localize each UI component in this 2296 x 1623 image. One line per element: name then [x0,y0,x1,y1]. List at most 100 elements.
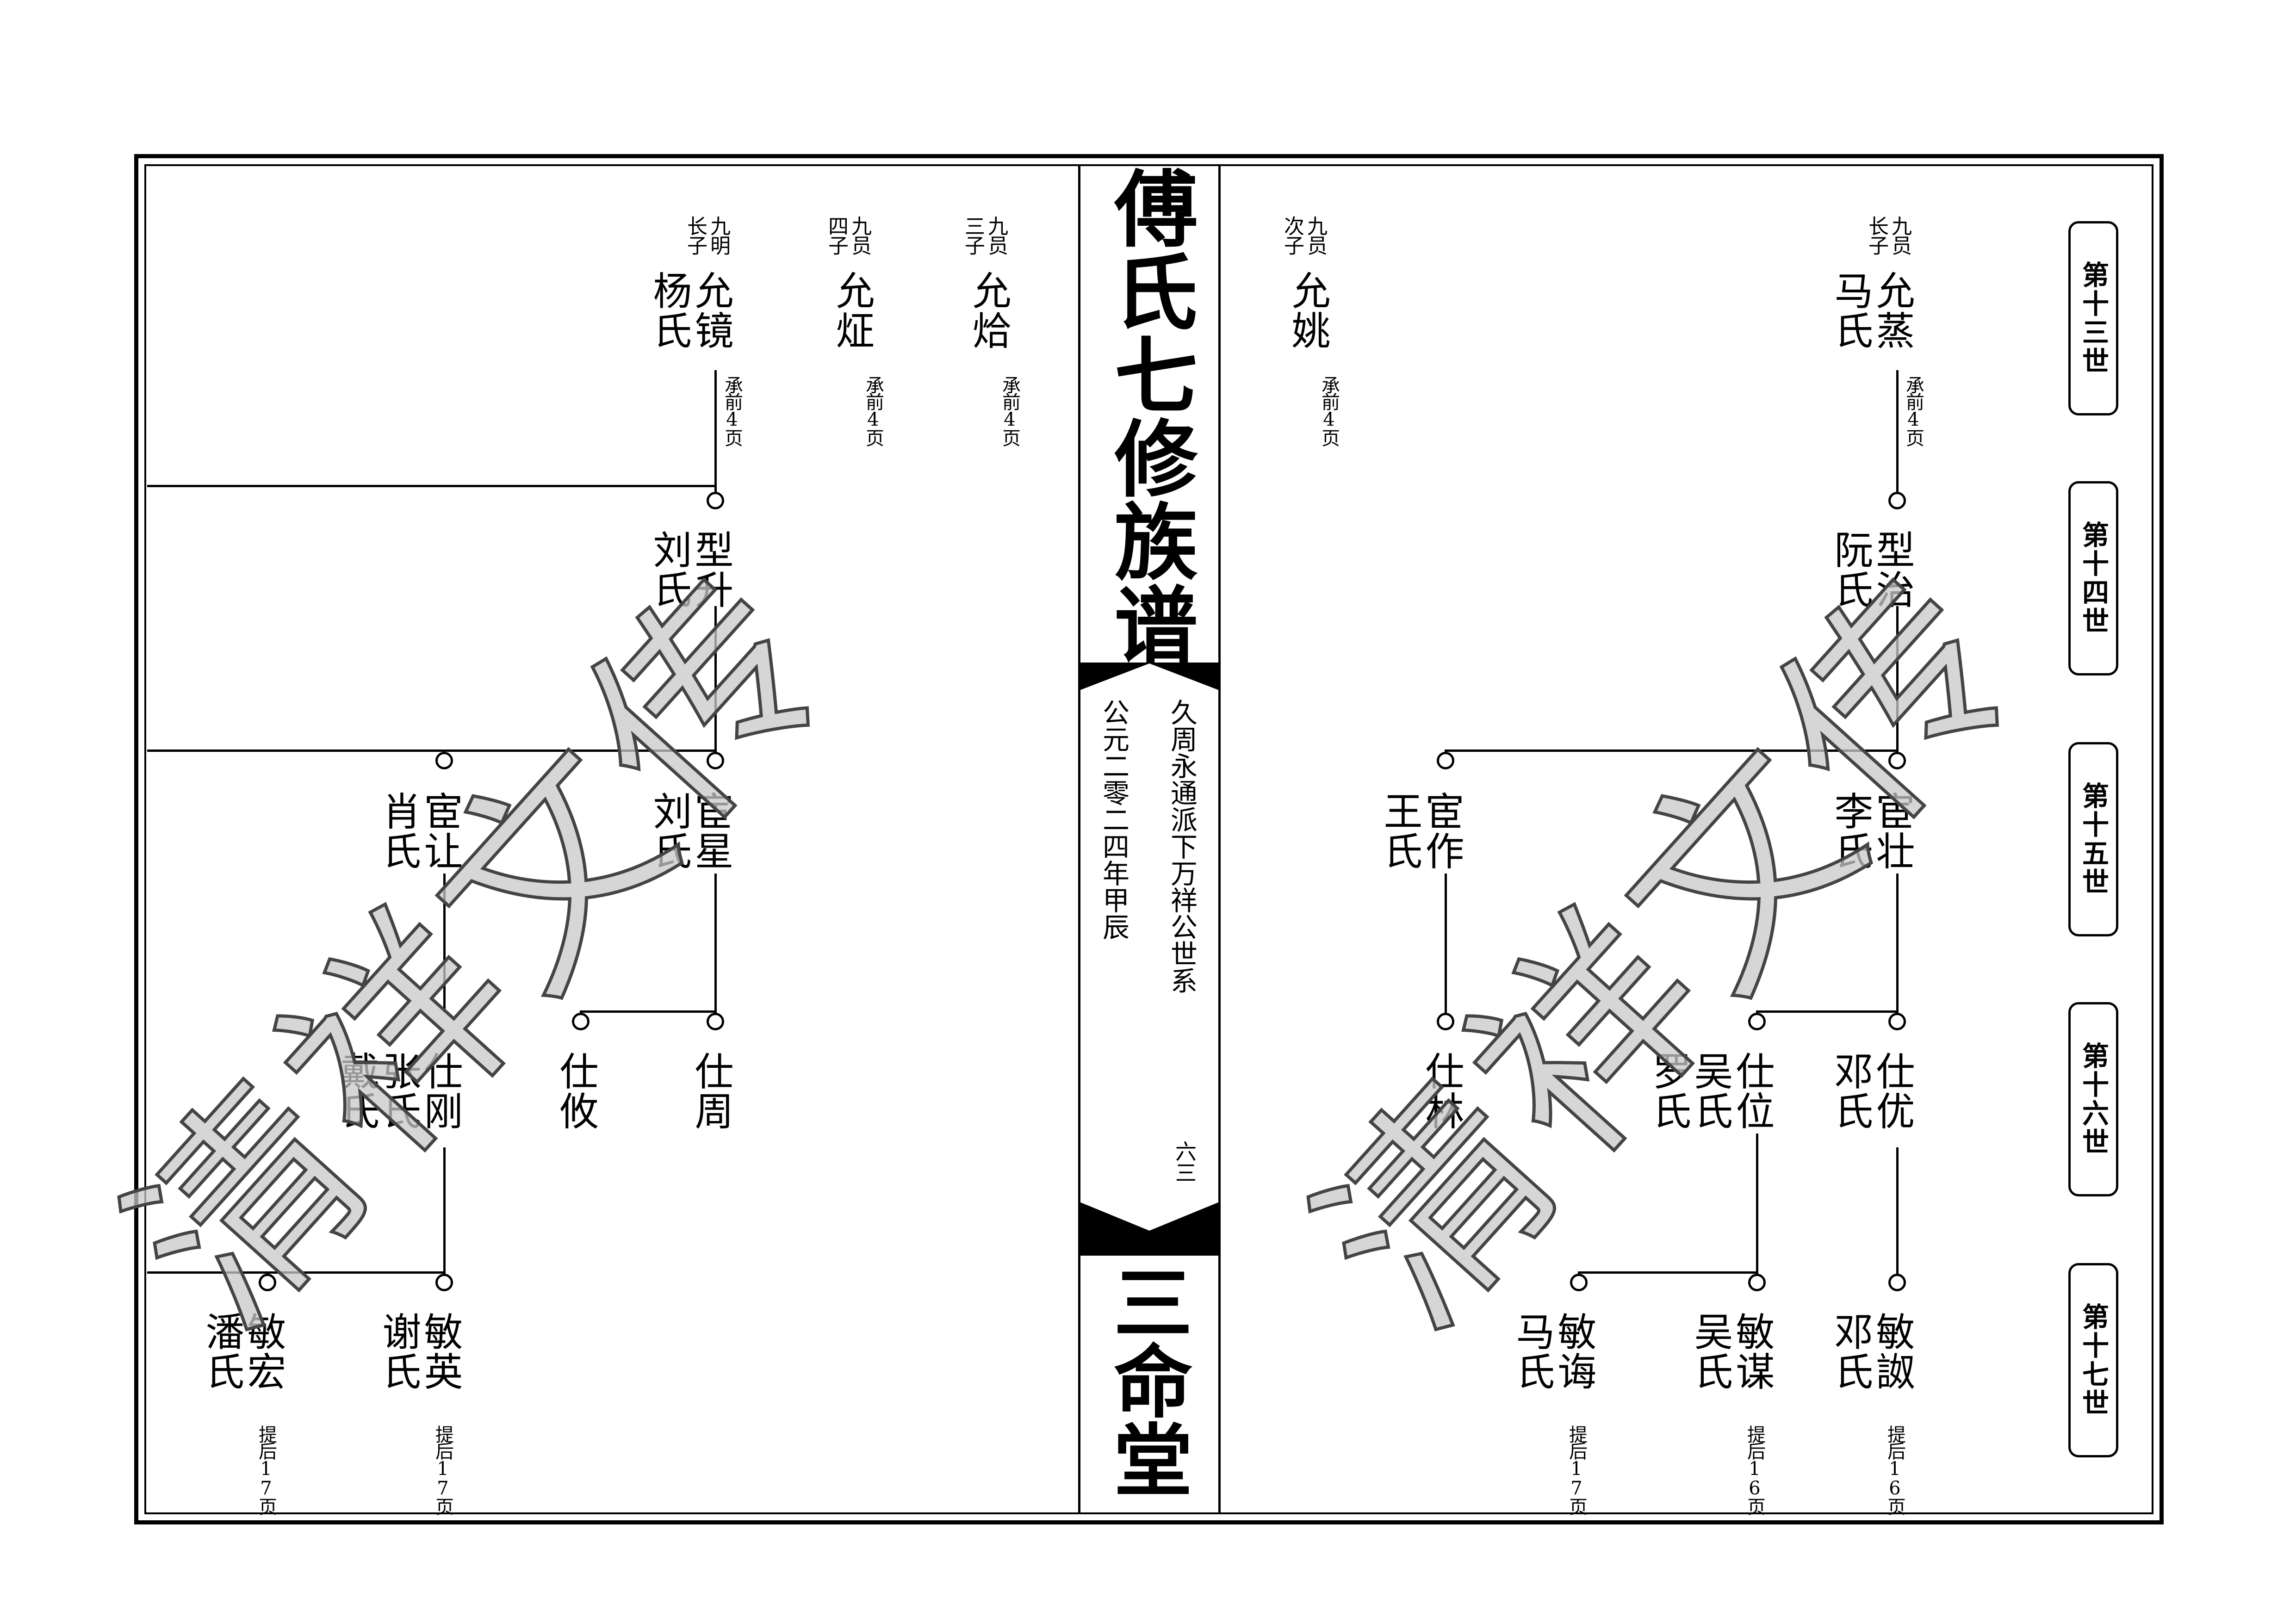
member-spouse: 张氏 [376,1051,422,1131]
member-spouse: 刘氏 [647,530,692,609]
connector [1896,1147,1899,1283]
spine-divider-top [1080,663,1219,690]
member-spouse: 马氏 [1828,271,1874,350]
member-spouse: 邓氏 [1828,1051,1874,1131]
connector [1445,873,1447,1022]
generation-tab-17: 第十七世 [2068,1263,2118,1457]
member-spouse: 戴氏 [335,1051,380,1131]
generation-tab-14: 第十四世 [2068,481,2118,675]
member-note: 承前4页 [1318,376,1340,445]
connector [147,1271,444,1274]
member-rank: 长子 [683,216,707,254]
generation-tab-16: 第十六世 [2068,1002,2118,1196]
member-name: 允姚 [1285,271,1331,350]
spine-right-border [1218,164,1221,1514]
node [1570,1274,1588,1291]
member-rank: 长子 [1865,216,1888,254]
member-name: 允炡 [830,271,875,350]
member-spouse: 吴氏 [1688,1312,1733,1391]
member-spouse: 马氏 [1510,1312,1555,1391]
branch-line: 久周永通派下万祥公世系 [1166,699,1198,994]
generation-tab-13: 第十三世 [2068,221,2118,415]
member-name: 仕林 [1419,1051,1464,1131]
member-rank: 三子 [961,216,985,254]
member-name: 宦壮 [1870,791,1915,871]
book-title: 傅氏七修族谱 [1100,166,1198,665]
connector [1896,370,1899,504]
member-spouse: 阮氏 [1828,530,1874,609]
member-name: 允烚 [966,271,1011,350]
node [1437,752,1454,769]
member-rank: 次子 [1280,216,1304,254]
node [707,492,724,509]
connector [1578,1271,1758,1274]
member-note: 提后17页 [432,1425,453,1514]
member-name: 仕周 [689,1051,734,1131]
connector [714,873,717,1022]
member-spouse: 谢氏 [376,1312,422,1391]
member-name: 型治 [1870,530,1915,609]
connector [1896,606,1899,761]
member-name: 宦作 [1419,791,1464,871]
member-note: 提后17页 [1566,1425,1587,1514]
member-note: 承前4页 [1903,376,1924,445]
publication-date: 公元二零二四年甲辰 [1098,699,1129,940]
node [707,1013,724,1030]
connector [1756,1134,1758,1272]
member-note: 提后16页 [1744,1425,1765,1514]
connector [1445,750,1897,752]
node [572,1013,590,1030]
connector [714,606,717,761]
hall-name: 三命堂 [1100,1262,1192,1498]
connector [147,750,715,752]
member-note: 提后16页 [1884,1425,1905,1514]
member-spouse: 王氏 [1378,791,1423,871]
member-name: 敏谋 [1730,1312,1775,1391]
member-spouse: 潘氏 [199,1312,245,1391]
member-spouse: 邓氏 [1828,1312,1874,1391]
node [435,752,453,769]
member-spouse: 刘氏 [647,791,692,871]
member-spouse: 吴氏 [1688,1051,1733,1131]
member-name: 型升 [689,530,734,609]
node [1748,1013,1766,1030]
member-spouse: 李氏 [1828,791,1874,871]
inner-frame [144,164,2153,1514]
member-note: 提后17页 [255,1425,277,1514]
member-father: 九员 [848,216,871,254]
node [1748,1274,1766,1291]
member-father: 九员 [1888,216,1911,254]
member-name: 允镜 [689,271,734,350]
member-name: 仕优 [1870,1051,1915,1131]
node [1888,1013,1906,1030]
outer-frame [134,154,2164,1524]
page-number: 六三 [1172,1140,1197,1183]
member-name: 敏英 [418,1312,463,1391]
node [1437,1013,1454,1030]
member-name: 允蒸 [1870,271,1915,350]
member-name: 宦让 [418,791,463,871]
member-note: 承前4页 [999,376,1020,445]
connector [1756,1010,1897,1013]
member-spouse: 罗氏 [1646,1051,1692,1131]
node [1888,492,1906,509]
node [435,1274,453,1291]
member-spouse: 杨氏 [647,271,692,350]
member-spouse: 肖氏 [376,791,422,871]
connector [580,1010,715,1013]
generation-tab-15: 第十五世 [2068,742,2118,936]
member-name: 仕攸 [553,1051,599,1131]
connector [443,1147,446,1283]
member-name: 宦星 [689,791,734,871]
member-name: 仕刚 [418,1051,463,1131]
member-name: 仕位 [1730,1051,1775,1131]
spine-divider-bottom [1080,1202,1219,1256]
member-father: 九员 [1303,216,1327,254]
connector [1896,873,1899,1022]
node [1888,752,1906,769]
connector [714,370,717,504]
member-rank: 四子 [825,216,848,254]
connector [147,485,715,487]
node [1888,1274,1906,1291]
